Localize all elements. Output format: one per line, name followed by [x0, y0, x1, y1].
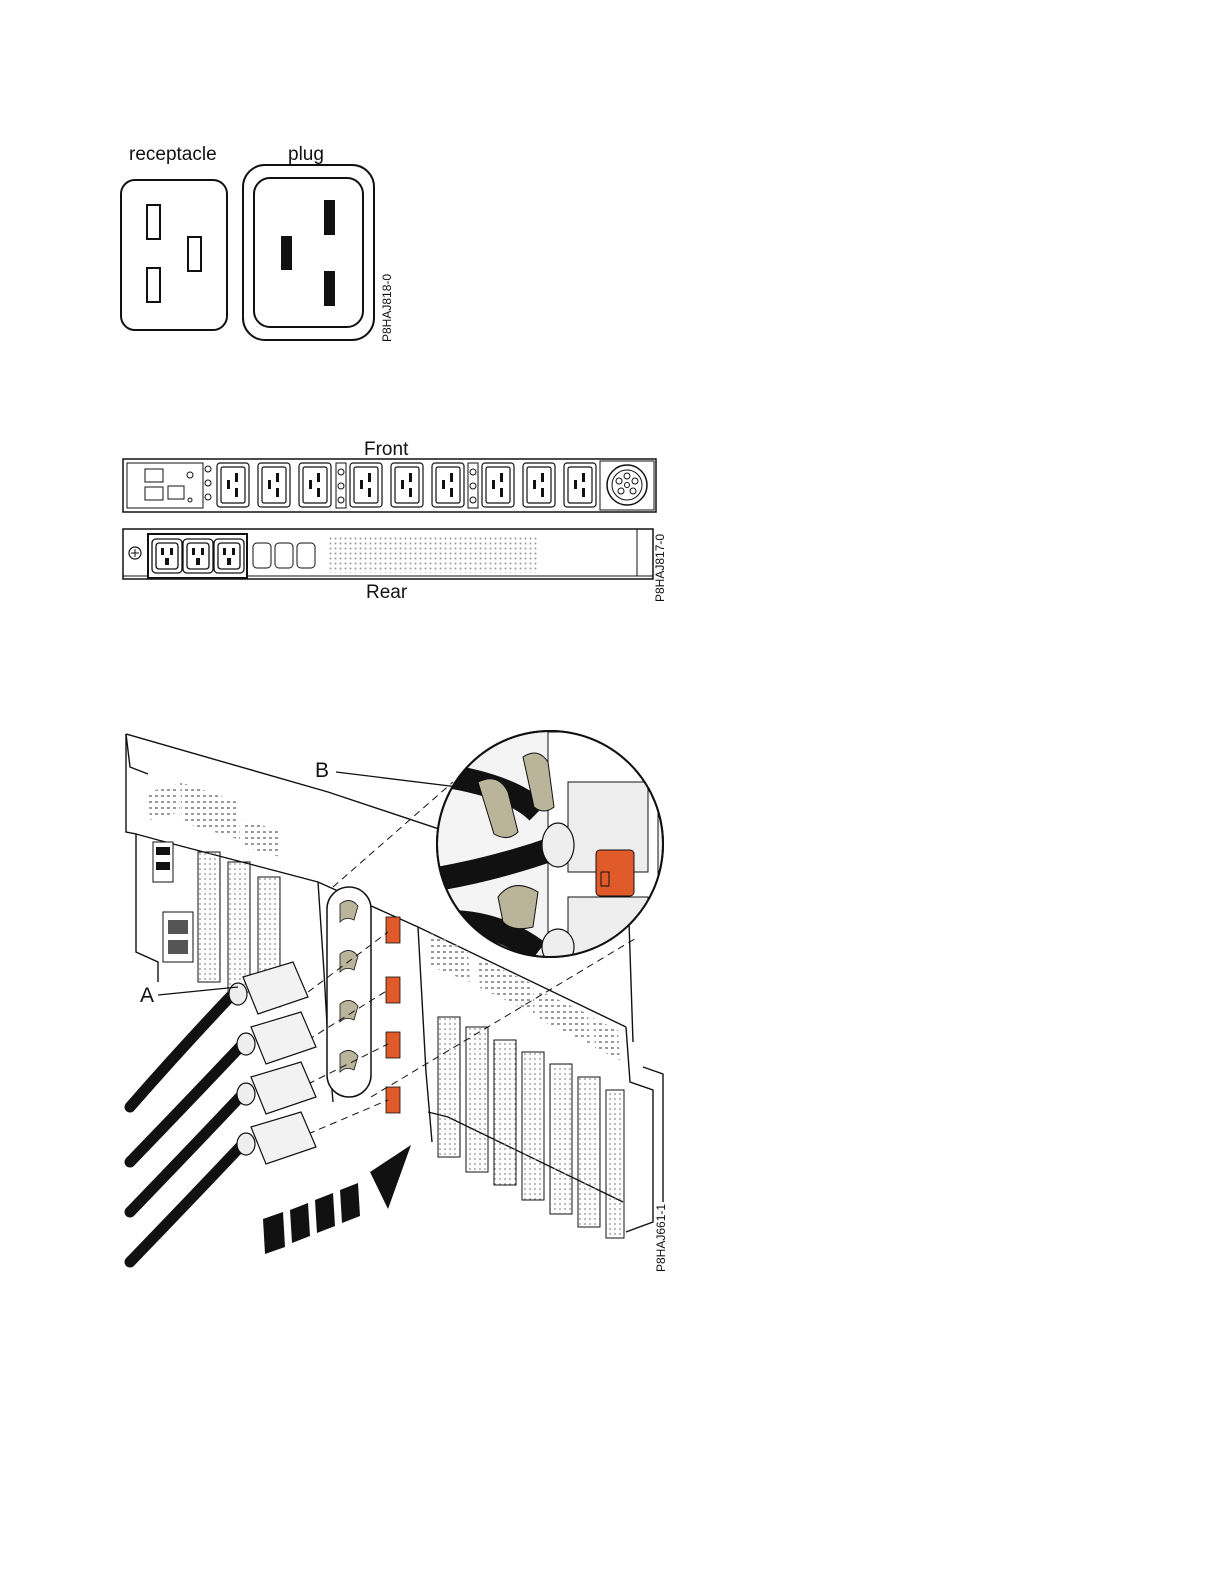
- pdu-drawing: [118, 436, 678, 616]
- insert-direction-arrow: [263, 1145, 411, 1254]
- server-drawing: [118, 722, 678, 1282]
- connector-drawing: [110, 138, 410, 358]
- pdu-figure: Front Rear: [118, 436, 678, 616]
- figure-id-pdu: P8HAJ817-0: [653, 534, 667, 602]
- receptacle-outlet: [121, 180, 227, 330]
- server-figure: B A: [118, 722, 678, 1282]
- plug-connector: [243, 165, 374, 340]
- power-cords: [130, 997, 240, 1262]
- pdu-rear-panel: [123, 529, 653, 579]
- connector-figure: receptacle plug P8HAJ818-0: [110, 138, 410, 358]
- pdu-front-panel: [123, 459, 656, 512]
- power-plugs: [229, 962, 316, 1164]
- cord-straps: [327, 887, 371, 1097]
- callout-b-leader: [336, 772, 458, 787]
- magnified-detail: [418, 731, 663, 965]
- pcie-cards: [438, 1017, 624, 1238]
- figure-id-connector: P8HAJ818-0: [380, 274, 394, 342]
- figure-id-server: P8HAJ661-1: [654, 1204, 668, 1272]
